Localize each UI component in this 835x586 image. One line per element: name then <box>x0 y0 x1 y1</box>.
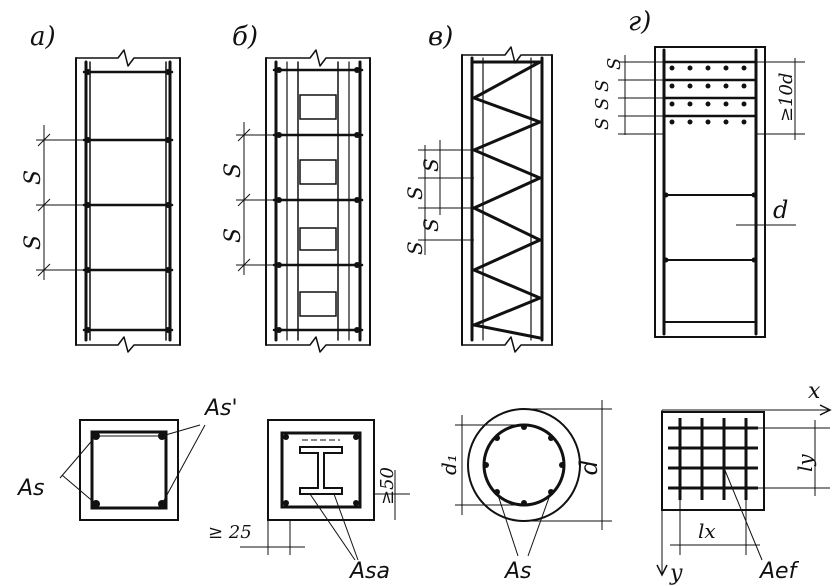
axis-y-label: y <box>669 561 683 586</box>
dim-s-9: S <box>592 80 613 92</box>
section-b: ≥50 ≥ 25 Asa <box>208 419 410 584</box>
section-c: d₁ d As <box>437 400 612 584</box>
panel-b-column: б) <box>221 22 371 353</box>
panel-a-column: а) <box>21 22 181 353</box>
dim-s-10: S <box>592 98 613 110</box>
section-a: As As' <box>16 396 238 521</box>
dim-d-circle: d <box>575 460 603 475</box>
dim-s-2: S <box>21 235 46 250</box>
dim-s-4: S <box>221 228 246 243</box>
dim-s-7: S <box>419 218 443 232</box>
dim-s-8: S <box>403 241 427 255</box>
dim-d-bar: d <box>773 196 788 224</box>
dim-ge-10d: ≥10d <box>776 72 797 122</box>
dim-s-11: S <box>592 118 613 130</box>
label-asa: Asa <box>348 559 390 584</box>
dim-ge-25: ≥ 25 <box>208 522 252 543</box>
label-as-prime: As' <box>203 396 238 421</box>
panel-d-column: г) S S S S ≥10d <box>592 7 805 338</box>
panel-c-column: в) S S S S <box>403 22 553 353</box>
dim-ly: ly <box>793 454 817 472</box>
panel-b-label: б) <box>232 22 258 52</box>
dim-s-6: S <box>403 186 427 200</box>
dim-s-3: S <box>221 163 246 178</box>
panel-a-label: а) <box>30 22 56 52</box>
dim-ge-50: ≥50 <box>377 467 398 505</box>
dim-s-12: S <box>604 58 625 70</box>
dim-lx: lx <box>698 519 716 543</box>
section-d: x y ly lx Aef <box>656 379 832 586</box>
dim-s-1: S <box>21 170 46 185</box>
ties <box>82 70 174 332</box>
panel-d-label: г) <box>628 7 651 37</box>
label-as: As <box>16 476 45 501</box>
label-aef: Aef <box>758 559 800 584</box>
dim-s-5: S <box>419 158 443 172</box>
label-as-circle: As <box>503 559 532 584</box>
panel-c-label: в) <box>428 22 453 52</box>
dim-d1: d₁ <box>437 454 461 475</box>
axis-x-label: x <box>808 379 821 404</box>
